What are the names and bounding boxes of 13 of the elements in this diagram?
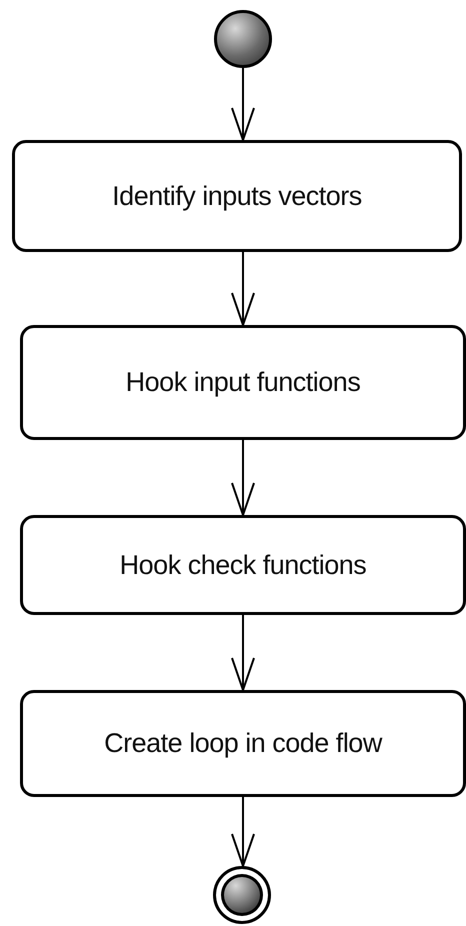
activity-box [20, 690, 466, 797]
arrow [231, 615, 255, 691]
activity-box [20, 325, 466, 440]
arrow [231, 252, 255, 326]
activity-label: Hook input functions [126, 367, 360, 398]
activity-label: Identify inputs vectors [112, 180, 362, 212]
activity-box [12, 140, 462, 252]
activity-label: Hook check functions [120, 550, 366, 580]
arrow [231, 797, 255, 867]
activity-box [20, 515, 466, 615]
activity-label: Create loop in code flow [104, 728, 382, 759]
arrow [231, 440, 255, 516]
arrow [231, 68, 255, 141]
